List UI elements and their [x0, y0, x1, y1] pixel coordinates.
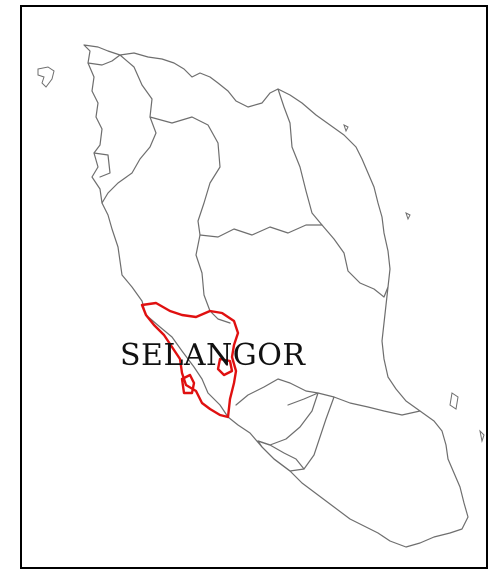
state-border-kelantan-pahang [199, 224, 323, 238]
selangor-coastal-patch [180, 373, 196, 395]
island-east-1 [343, 124, 349, 133]
state-border-kelantan-terengganu [277, 88, 323, 226]
state-border-perlis-kedah [87, 54, 121, 66]
island-east-3 [479, 429, 485, 443]
map-frame: SELANGOR [20, 5, 488, 569]
island-langkawi [37, 66, 55, 88]
state-border-melaka [257, 440, 305, 472]
state-border-perak-pahang [195, 234, 231, 324]
kuala-lumpur-enclave [216, 357, 234, 377]
state-border-johor-negeri [303, 396, 335, 470]
island-east-2 [405, 212, 411, 221]
state-label-selangor: SELANGOR [120, 338, 306, 373]
peninsular-malaysia-map [37, 44, 485, 548]
state-border-negeri-sembilan [235, 378, 319, 446]
state-border-penang [93, 152, 111, 178]
selangor-outline [140, 301, 240, 419]
state-border-perak-kelantan [149, 116, 221, 236]
state-border-terengganu-pahang [321, 224, 389, 298]
coastline-outline [83, 44, 469, 548]
state-border-pahang-johor [287, 392, 421, 416]
island-tioman [449, 392, 459, 410]
state-border-kedah-perak [101, 54, 157, 204]
